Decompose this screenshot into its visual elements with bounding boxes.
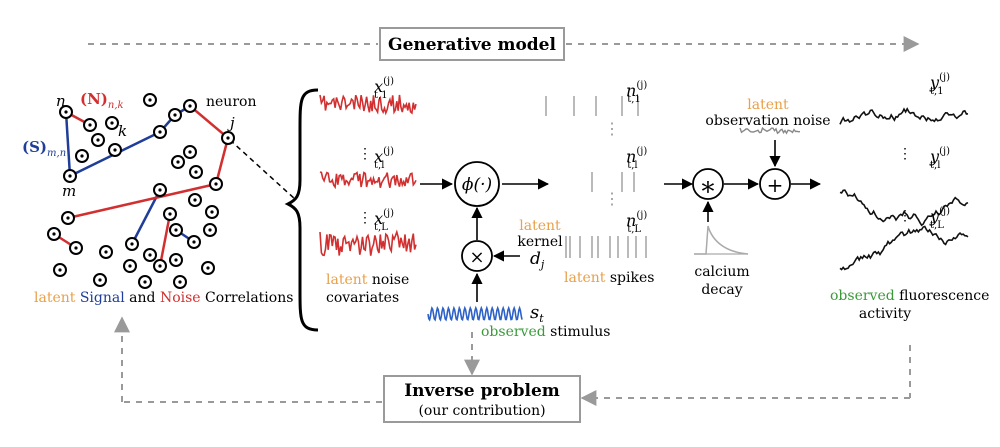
label-n-l: n(j)t,l (626, 146, 647, 171)
fluor-vdots-2: ⋮ (898, 208, 912, 224)
label-x-L: x(j)t,L (374, 208, 394, 233)
obs-noise-label: observation noise (705, 113, 830, 129)
label-m: m (62, 182, 76, 200)
fluorescence-trace-1 (839, 107, 969, 125)
calcium-label-2: decay (701, 282, 742, 298)
plus-label: + (767, 173, 784, 197)
spikes-caption: latent spikes (564, 270, 654, 286)
conv-label: ∗ (699, 172, 717, 202)
spike-vdots-1: ⋮ (604, 119, 620, 138)
label-x-l: x(j)t,l (374, 146, 394, 171)
times-label: × (469, 247, 484, 268)
fluor-vdots-1: ⋮ (898, 146, 912, 162)
noise-edge (158, 213, 172, 267)
inverse-flow: Inverse problem (our contribution) (114, 316, 911, 423)
calcium-block: ∗ calcium decay + latent observation noi… (664, 97, 831, 298)
spike-train-l (591, 172, 635, 192)
noise-edges (53, 105, 230, 267)
covariate-trace-L (319, 229, 417, 257)
label-x-1: x(j)t,1 (374, 76, 394, 101)
stimulus-s: st (530, 302, 544, 325)
stimulus-caption: observed stimulus (481, 324, 610, 340)
covariates-caption-line2: covariates (326, 290, 399, 306)
obs-noise-latent: latent (747, 97, 789, 113)
kernel-label: kernel (517, 234, 563, 250)
fluorescence-trace-l (839, 189, 969, 227)
label-N-matrix: (N)n,k (80, 90, 124, 111)
nonlinearity-block: ϕ(·) × latent kernel dj st observed stim… (420, 161, 610, 340)
label-S-matrix: (S)m,n (22, 138, 66, 159)
inverse-subtitle: (our contribution) (418, 403, 545, 419)
label-n: n (56, 92, 66, 110)
fluorescence-trace-L (839, 225, 969, 271)
observation-noise-trace (739, 126, 801, 135)
label-y-l: y(j)t,l (929, 146, 950, 171)
neuron-dots (52, 98, 230, 284)
covariate-trace-1 (319, 94, 417, 116)
label-j: j (227, 114, 235, 132)
covariates-caption-line1: latent noise (326, 272, 409, 288)
label-y-1: y(j)t,1 (929, 72, 950, 97)
label-k: k (118, 122, 127, 140)
calcium-decay-curve (694, 225, 749, 255)
label-y-L: y(j)t,L (929, 206, 950, 231)
noise-covariates: ⋮ ⋮ x(j)t,1 x(j)t,l x(j)t,L latent noise… (319, 76, 417, 306)
spike-train-L (565, 236, 647, 258)
covariate-vdots-1: ⋮ (358, 146, 372, 162)
label-n-1: n(j)t,1 (626, 80, 647, 105)
generative-box (379, 27, 565, 61)
stimulus-trace (427, 305, 523, 322)
inverse-title: Inverse problem (404, 381, 560, 401)
fluorescence-block: ⋮ ⋮ y(j)t,1 y(j)t,l y(j)t,L observed flu… (830, 72, 989, 322)
covariate-vdots-2: ⋮ (358, 210, 372, 226)
phi-node (454, 161, 500, 207)
noise-edge (214, 137, 230, 185)
spike-train-1 (545, 96, 639, 116)
covariate-trace-l (319, 171, 417, 190)
phi-label: ϕ(·) (462, 175, 492, 195)
network-caption: latent Signal and Noise Correlations (34, 290, 293, 306)
generative-flow: Generative model (88, 27, 920, 61)
fluorescence-caption-line1: observed fluorescence (830, 288, 989, 304)
plus-node (759, 168, 791, 200)
spike-vdots-2: ⋮ (604, 189, 620, 208)
conv-node (692, 168, 724, 200)
spikes-block: ⋮ ⋮ n(j)t,1 n(j)t,l n(j)t,L latent spike… (545, 80, 654, 286)
generative-title: Generative model (388, 35, 556, 55)
noise-edge (189, 105, 229, 139)
label-n-L: n(j)t,L (626, 210, 647, 235)
kernel-d: dj (530, 249, 545, 271)
neuron-to-covariates-dashed (229, 139, 297, 201)
signal-edge (64, 111, 72, 177)
calcium-label-1: calcium (694, 264, 749, 280)
neuron-network: n m k neuron j (N)n,k (S)m,n latent Sign… (22, 90, 297, 306)
inverse-box (383, 375, 581, 423)
label-neuron: neuron (206, 94, 256, 110)
noise-edge (67, 182, 217, 220)
kernel-latent: latent (519, 218, 561, 234)
covariates-brace (284, 88, 319, 332)
times-node (461, 240, 493, 272)
fluorescence-caption-line2: activity (859, 306, 911, 322)
